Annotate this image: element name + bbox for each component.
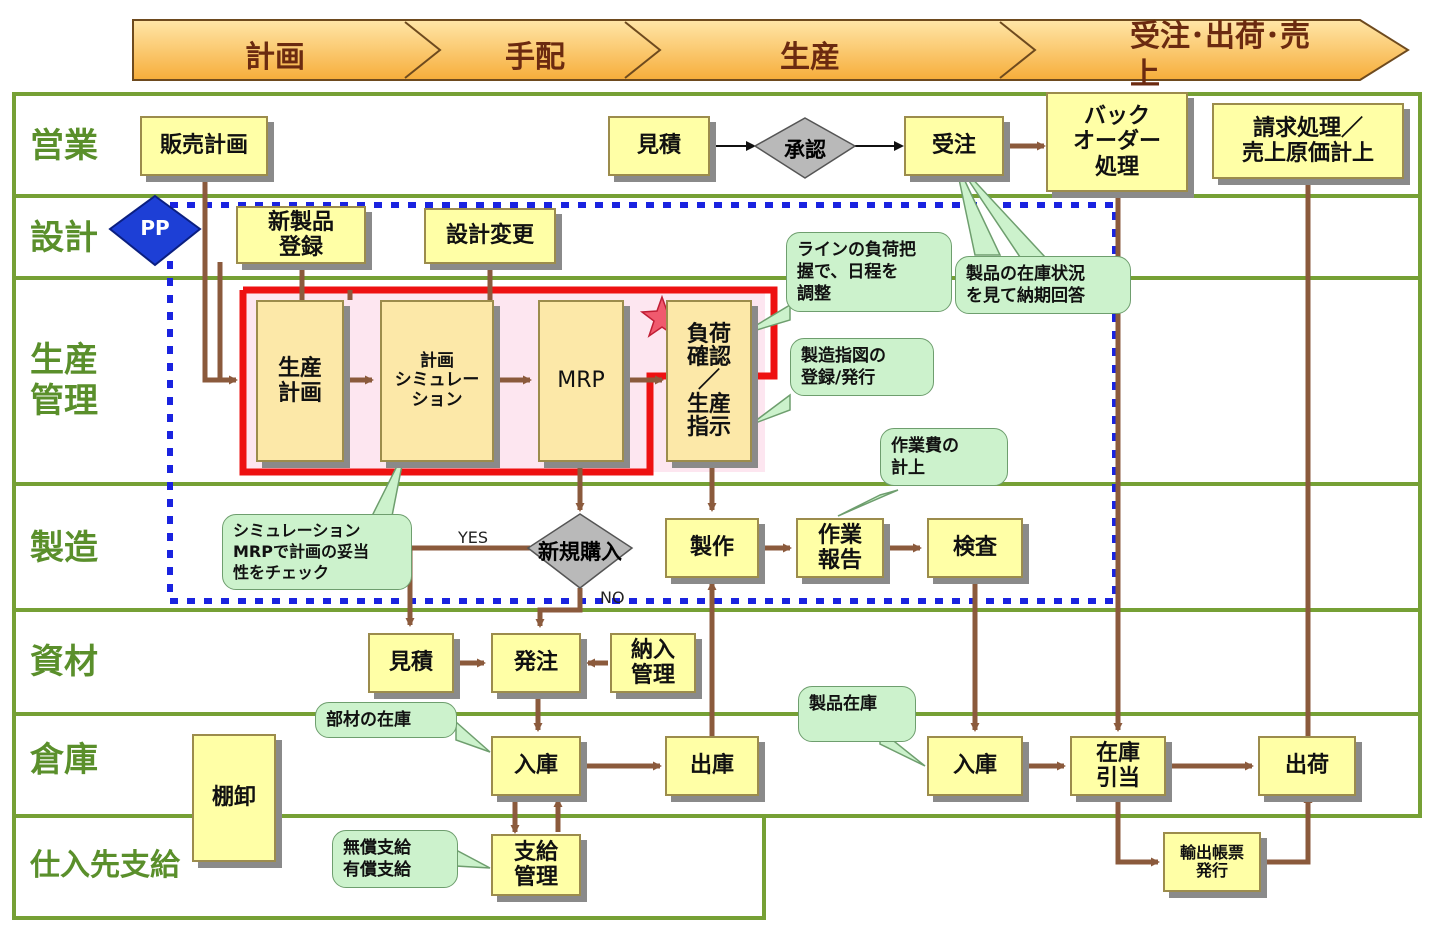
- callout-product-stock: 製品在庫: [798, 686, 916, 742]
- phase-banner: [132, 19, 1410, 81]
- new-purchase-label: 新規購入: [538, 540, 622, 564]
- order-received-box: 受注: [904, 116, 1004, 176]
- lane-label-supplier: 仕入先支給: [30, 848, 180, 883]
- phase-divider: [624, 21, 662, 79]
- callout-mfg-instruction: 製造指図の 登録/発行: [790, 338, 934, 397]
- lane-label-design: 設計: [30, 218, 98, 258]
- export-docs-box: 輸出帳票 発行: [1163, 832, 1261, 892]
- pp-badge-shape: [108, 194, 202, 267]
- planning-highlight: [239, 286, 778, 476]
- phase-divider: [404, 21, 442, 79]
- sales-plan-box: 販売計画: [140, 116, 268, 176]
- supply-mgmt-box: 支給 管理: [491, 834, 581, 896]
- lane-label-production-control: 生産 管理: [30, 340, 98, 421]
- phase-arrow-band: [132, 19, 1410, 81]
- lane-supplier: [12, 814, 766, 920]
- design-change-box: 設計変更: [424, 208, 556, 264]
- receive-products-box: 入庫: [927, 736, 1023, 796]
- back-order-box: バック オーダー 処理: [1046, 92, 1188, 192]
- billing-box: 請求処理／ 売上原価計上: [1212, 103, 1404, 179]
- phase-divider: [999, 21, 1037, 79]
- no-label: NO: [600, 588, 625, 607]
- yes-label: YES: [458, 528, 489, 547]
- callout-simulation-check: シミュレーション MRPで計画の妥当 性をチェック: [222, 514, 412, 591]
- lane-label-warehouse: 倉庫: [30, 740, 98, 780]
- purchase-order-box: 発注: [491, 633, 581, 693]
- pp-scope-boundary: [167, 202, 1118, 604]
- approval-label: 承認: [784, 138, 826, 162]
- phase-order-ship-sales: 受注･出荷･売上: [1130, 19, 1310, 92]
- inspection-box: 検査: [927, 518, 1023, 578]
- estimate-materials-box: 見積: [368, 633, 454, 693]
- allocation-box: 在庫 引当: [1070, 736, 1166, 796]
- shipping-box: 出荷: [1258, 736, 1356, 796]
- new-product-box: 新製品 登録: [236, 206, 366, 264]
- plan-simulation-box: 計画 シミュレー ション: [380, 300, 494, 462]
- phase-plan: 計画: [245, 40, 305, 75]
- delivery-mgmt-box: 納入 管理: [610, 633, 696, 693]
- pp-badge-label: PP: [140, 216, 170, 240]
- work-report-box: 作業 報告: [796, 518, 884, 578]
- callout-stock-status: 製品の在庫状況 を見て納期回答: [955, 256, 1131, 315]
- estimate-sales-box: 見積: [608, 116, 710, 176]
- callout-line-load: ラインの負荷把 握で、日程を 調整: [786, 232, 952, 313]
- issue-parts-box: 出庫: [665, 736, 759, 796]
- phase-production: 生産: [780, 40, 840, 75]
- stocktake-box: 棚卸: [192, 734, 276, 862]
- approval-diamond: [753, 117, 857, 179]
- receive-parts-box: 入庫: [491, 736, 581, 796]
- mrp-box: MRP: [538, 300, 624, 462]
- load-check-box: 負荷 確認 ／ 生産 指示: [666, 300, 752, 462]
- lane-label-sales: 営業: [30, 126, 98, 166]
- new-purchase-diamond: [526, 513, 634, 589]
- lane-label-materials: 資材: [30, 642, 98, 682]
- phase-arrange: 手配: [505, 40, 565, 75]
- lane-label-manufacturing: 製造: [30, 528, 98, 568]
- callout-work-cost: 作業費の 計上: [880, 428, 1008, 487]
- production-plan-box: 生産 計画: [256, 300, 344, 462]
- callout-parts-stock: 部材の在庫: [315, 702, 457, 739]
- callout-supply-types: 無償支給 有償支給: [332, 830, 458, 889]
- make-box: 製作: [665, 518, 759, 578]
